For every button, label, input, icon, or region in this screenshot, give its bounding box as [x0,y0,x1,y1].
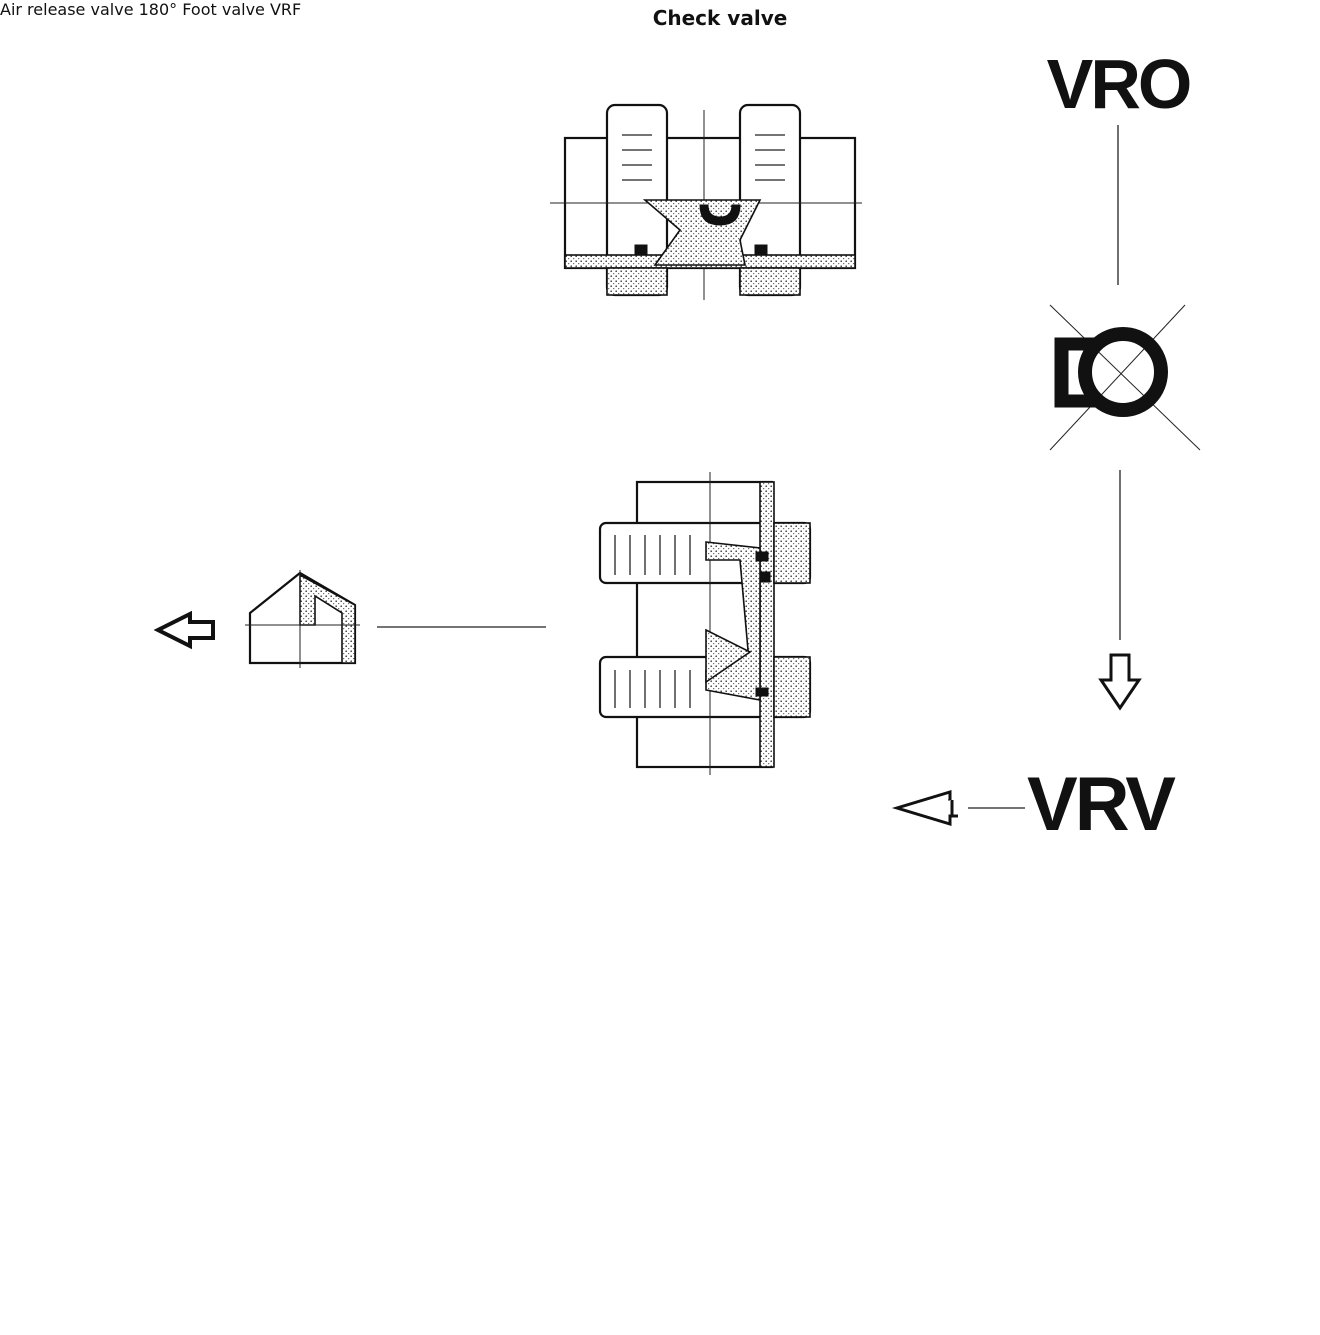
vrf-label: VRF [269,0,302,19]
check-valve-horizontal-drawing [550,103,862,300]
vrv-label: VRV [1027,762,1176,847]
air-release-cap-drawing [245,570,360,668]
foot-valve-label-line2: valve [221,0,265,19]
air-release-label-line1: Air release [0,0,86,19]
check-valve-title: Check valve [653,6,788,30]
air-release-label-line2: valve [90,0,134,19]
left-arrow-icon-air [153,610,215,650]
left-arrow-icon-vrv [891,789,958,827]
rotation-angle-label: 180° [138,0,178,19]
vertical-valve-upper-drawing [598,472,812,775]
down-arrow-icon [1098,653,1142,711]
ball-symbol-icon [1049,304,1201,451]
foot-valve-label-line1: Foot [182,0,217,19]
vro-label: VRO [1047,45,1190,123]
